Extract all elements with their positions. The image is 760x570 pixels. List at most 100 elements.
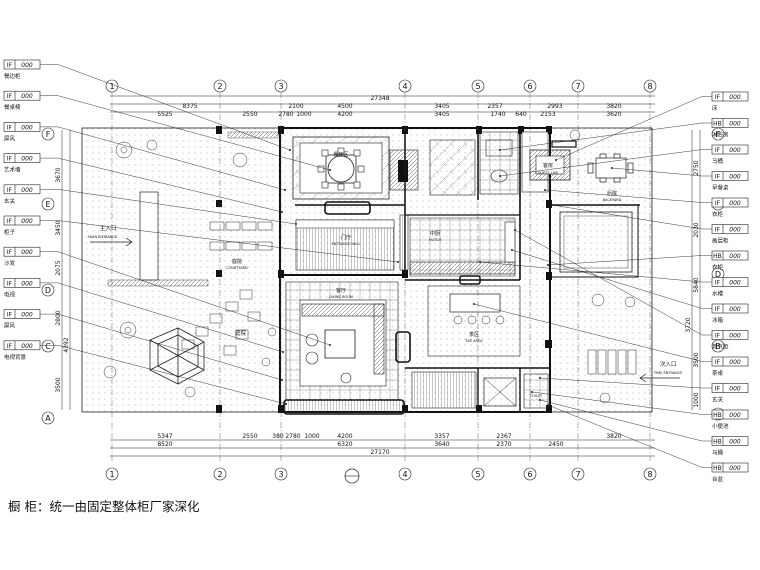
room-label-hutch-en: HUTCH (429, 238, 442, 242)
callout-item-label: 马桶 (712, 157, 724, 165)
callout-item-label: 淋浴房 (712, 131, 729, 139)
callout-leader-dot (544, 189, 546, 191)
callout-tag-prefix: IF (7, 249, 13, 256)
callout-tag-code: 000 (729, 412, 741, 419)
svg-text:5: 5 (475, 82, 480, 91)
svg-text:4200: 4200 (337, 111, 352, 118)
room-label-toilet-en: TOILET (529, 394, 543, 398)
callout-tag-prefix: IF (7, 280, 13, 287)
callout-tag-prefix: IF (715, 227, 721, 234)
svg-text:1000: 1000 (693, 392, 700, 407)
entrance-hall: 门厅 ENTRANCE HALL (295, 219, 395, 271)
callout-tag-prefix: HB (713, 253, 722, 260)
svg-text:3820: 3820 (606, 433, 621, 440)
callout-leader-dot (295, 223, 297, 225)
svg-text:3450: 3450 (55, 220, 62, 235)
svg-text:D: D (715, 270, 721, 279)
callout-tag-code: 000 (729, 280, 741, 287)
callout-tag-code: 000 (21, 280, 33, 287)
callout-tag-code: 000 (729, 439, 741, 446)
callout-tag-prefix: IF (7, 312, 13, 319)
callout-leader-dot (281, 379, 283, 381)
svg-text:2357: 2357 (487, 103, 502, 110)
callout-tag-code: 000 (729, 359, 741, 366)
svg-text:27348: 27348 (370, 95, 389, 102)
callout-tag-prefix: IF (715, 306, 721, 313)
callout-item-label: 衣柜 (712, 210, 724, 218)
room-label-courtyard: 庭院 (232, 258, 242, 265)
svg-text:C: C (45, 342, 51, 351)
callout-tag-prefix: HB (713, 412, 722, 419)
callout-item-label: 冰箱 (712, 316, 724, 324)
callout-leader-dot (514, 229, 516, 231)
living-room: 客厅 LIVING ROOM (283, 281, 411, 415)
side-dimension-text: 3670 3450 2075 2800 4392 3500 2750 2030 … (55, 160, 700, 407)
svg-text:5525: 5525 (157, 111, 172, 118)
svg-text:D: D (45, 286, 51, 295)
svg-text:6320: 6320 (337, 441, 352, 448)
callout-item-label: 画层柜 (712, 237, 729, 245)
stair-lift-toilet: TOILET (411, 371, 549, 409)
svg-text:3500: 3500 (55, 377, 62, 392)
second-entrance-label-en: TIME ENTRANCE (653, 371, 682, 375)
svg-text:3: 3 (278, 82, 283, 91)
callout-tag-prefix: IF (7, 93, 13, 100)
svg-text:2: 2 (217, 470, 222, 479)
callout-leader-dot (499, 149, 501, 151)
svg-text:7: 7 (575, 470, 580, 479)
courtyard: 庭院 COURTYARD 主入口 MAIN ENTRANCE (88, 191, 273, 281)
callout-leader-dot (531, 391, 533, 393)
callout-tag-code: 000 (729, 386, 741, 393)
room-label-tea-en: TAE AREA (464, 339, 483, 343)
callout-item-label: 电视 (4, 290, 16, 298)
callout-tag-code: 000 (729, 253, 741, 260)
callout-item-label: 小便池 (712, 422, 729, 430)
gazebo (149, 327, 205, 385)
room-label-entrance-hall-en: ENTRANCE HALL (332, 242, 361, 246)
backyard-label: 后院 BACKYARD (603, 190, 622, 202)
kitchen: 中厨 HUTCH (399, 214, 516, 285)
callout-tag-code: 000 (21, 312, 33, 319)
callout-item-label: 燃气柜 (712, 343, 729, 351)
callout-leader-dot (511, 249, 513, 251)
callout-tag-prefix: IF (7, 343, 13, 350)
callout-tag-code: 000 (729, 333, 741, 340)
callout-tag-prefix: HB (713, 465, 722, 472)
main-entrance-label: 主入口 (100, 224, 117, 232)
svg-text:27170: 27170 (370, 449, 389, 456)
svg-text:A: A (45, 414, 51, 423)
dimension-text: 27348 8375 2100 4500 3405 2357 2993 3820… (157, 95, 621, 456)
guest-room: 客房 GUEST LIVE (479, 131, 577, 195)
svg-text:1: 1 (109, 82, 114, 91)
callout-tag-code: 000 (729, 306, 741, 313)
callout-leader-dot (282, 351, 284, 353)
room-label-entrance-hall: 门厅 (341, 234, 351, 241)
callout-tag-prefix: IF (7, 156, 13, 163)
callout-tag-prefix: IF (7, 218, 13, 225)
callout-tag-code: 000 (21, 124, 33, 131)
svg-text:380: 380 (272, 433, 284, 440)
callout-tag-code: 000 (21, 156, 33, 163)
callout-tag-code: 000 (21, 93, 33, 100)
svg-text:640: 640 (515, 111, 527, 118)
callout-item-label: 电视背景 (4, 353, 27, 361)
room-label-guest: 客房 (543, 162, 553, 169)
callout-tag-prefix: IF (7, 62, 13, 69)
callout-leader-dot (289, 149, 291, 151)
room-label-hutch: 中厨 (430, 230, 440, 237)
callout-tag-code: 000 (729, 227, 741, 234)
callout-tag-prefix: IF (715, 94, 721, 101)
callout-tag-code: 000 (729, 147, 741, 154)
room-label-dining: 餐厅区 (333, 151, 348, 158)
svg-text:F: F (716, 130, 721, 139)
